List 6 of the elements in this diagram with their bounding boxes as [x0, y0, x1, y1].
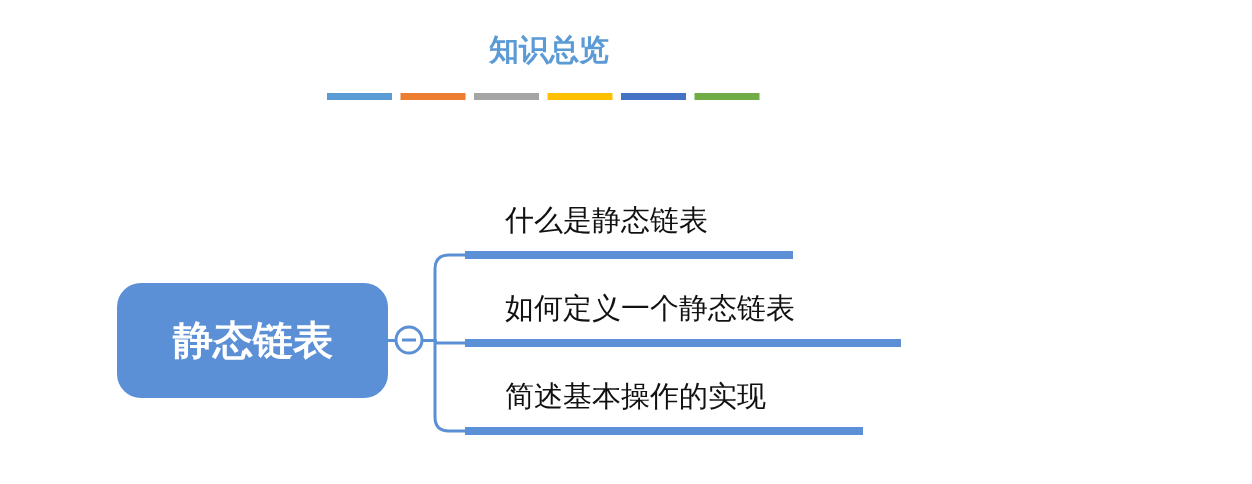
branch-label: 什么是静态链表 [505, 202, 708, 238]
branch-label: 简述基本操作的实现 [505, 378, 766, 414]
branch-label: 如何定义一个静态链表 [505, 290, 795, 326]
diagram-title: 知识总览 [488, 31, 610, 69]
topic-box [117, 283, 388, 398]
topic-label: 静态链表 [172, 316, 333, 365]
